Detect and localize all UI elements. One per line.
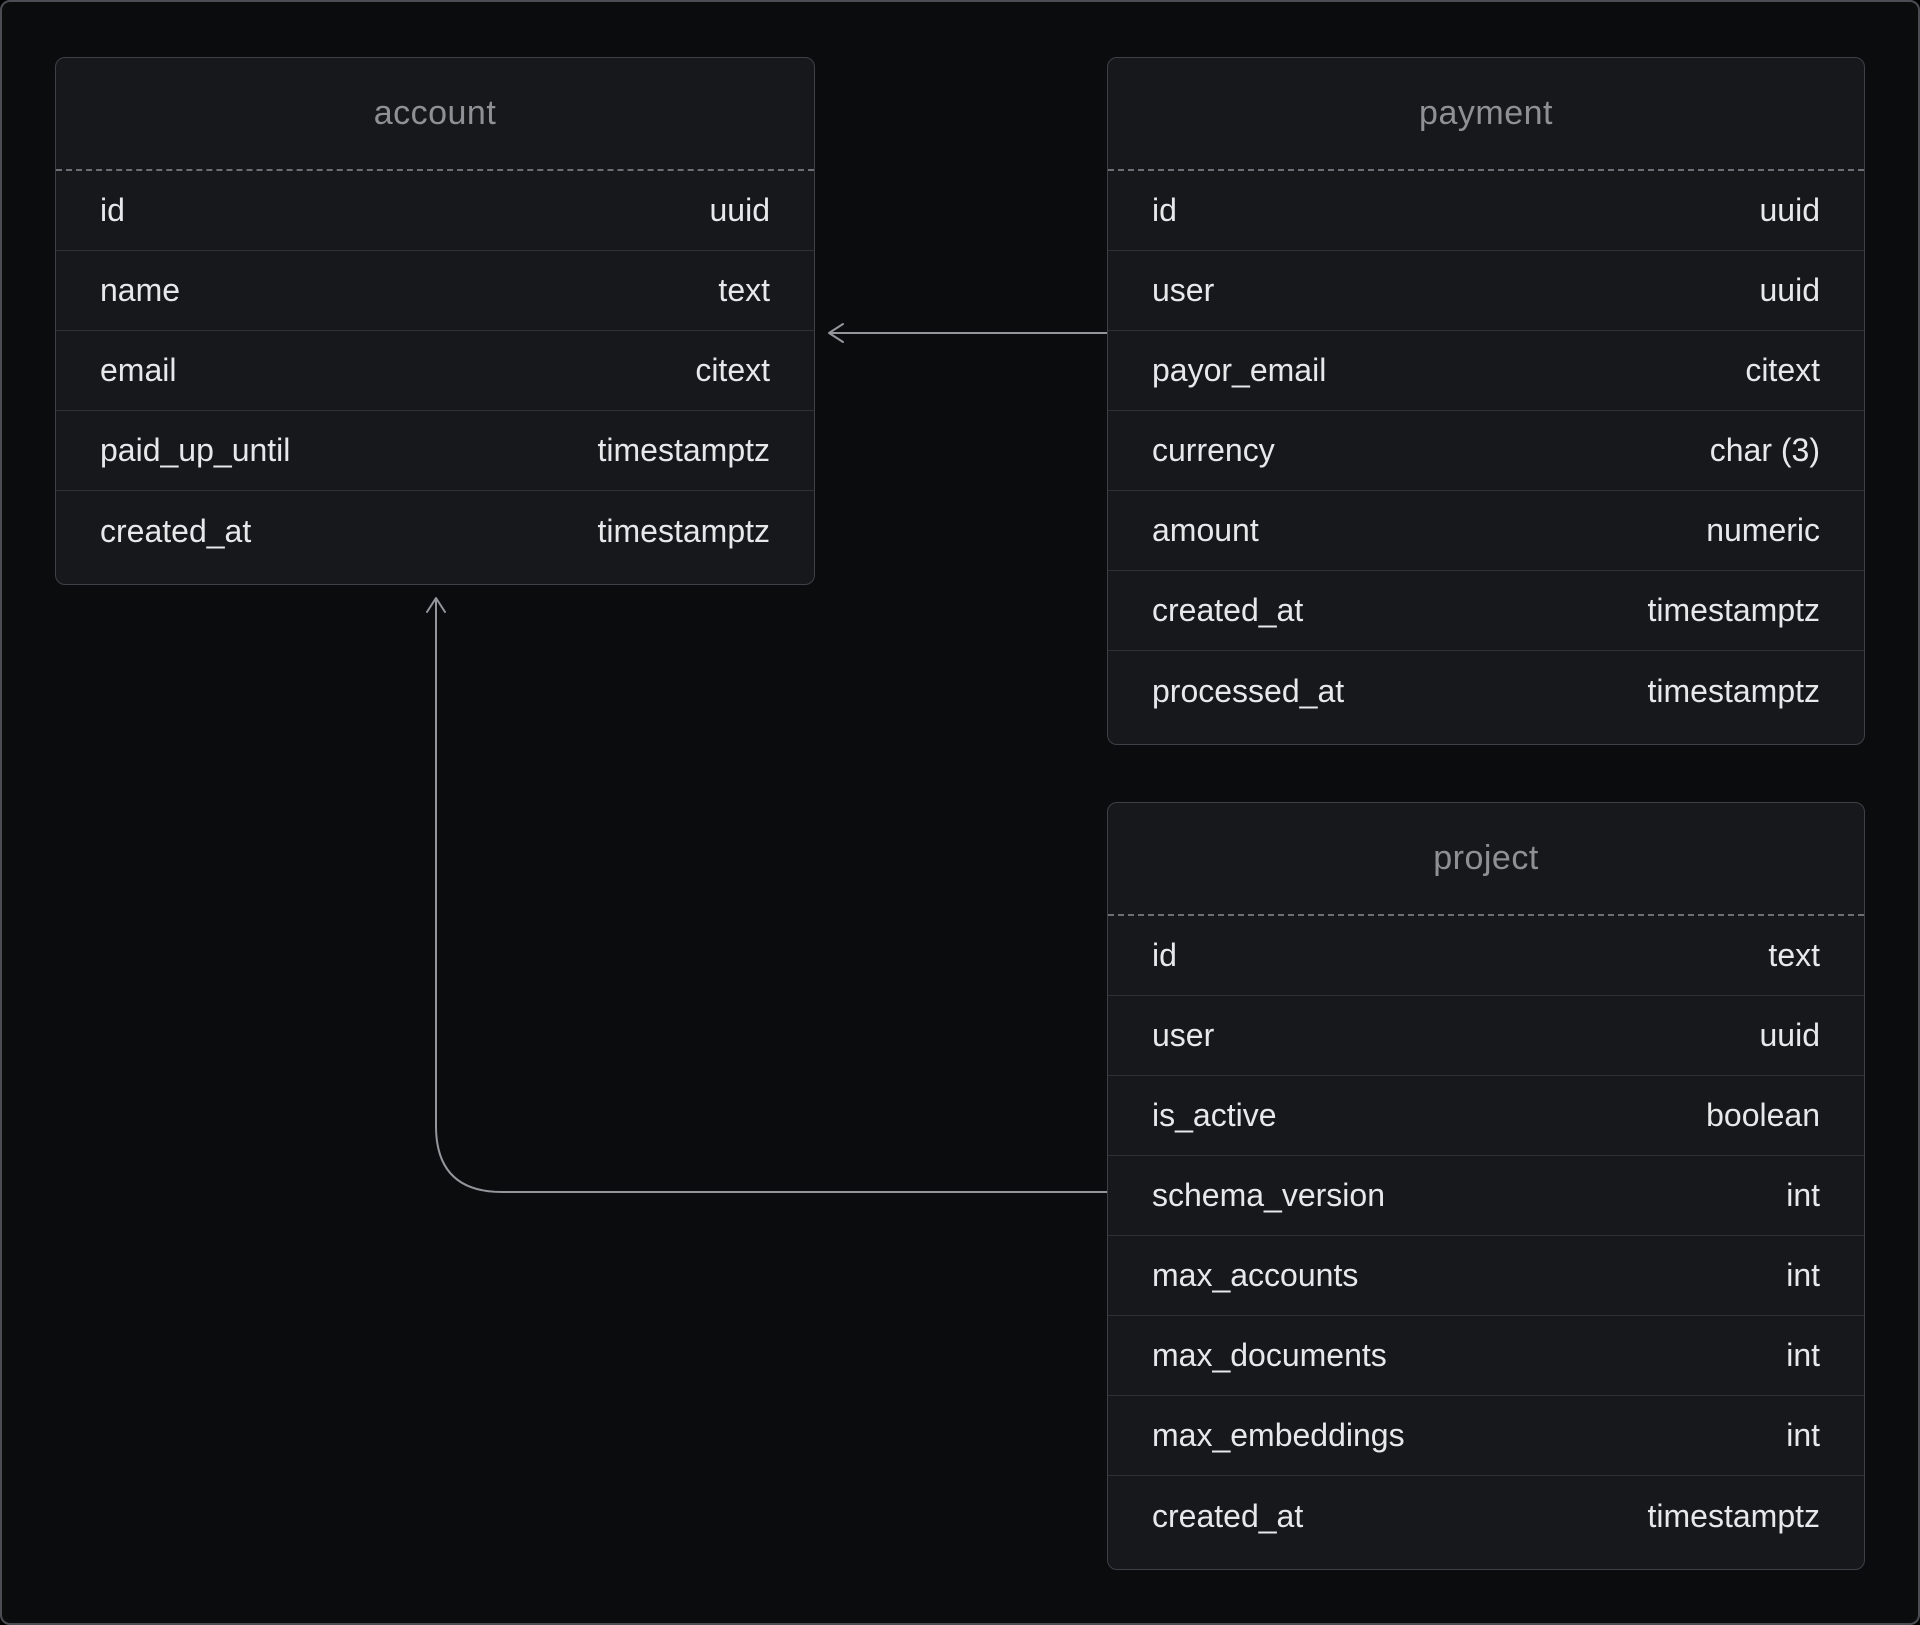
table-row[interactable]: paid_up_until timestamptz bbox=[56, 411, 814, 491]
column-name: id bbox=[1152, 937, 1177, 973]
table-title: project bbox=[1433, 839, 1539, 877]
column-type: text bbox=[718, 272, 770, 308]
column-name: paid_up_until bbox=[100, 432, 291, 468]
column-type: timestamptz bbox=[597, 512, 770, 549]
column-name: id bbox=[1152, 192, 1177, 228]
table-payment[interactable]: payment id uuid user uuid payor_email ci… bbox=[1107, 57, 1865, 745]
column-type: timestamptz bbox=[1647, 1497, 1820, 1534]
column-type: int bbox=[1786, 1257, 1820, 1293]
table-payment-rows: id uuid user uuid payor_email citext cur… bbox=[1108, 171, 1864, 744]
column-type: uuid bbox=[1759, 272, 1821, 308]
column-type: timestamptz bbox=[1647, 592, 1820, 628]
table-row[interactable]: user uuid bbox=[1108, 996, 1864, 1076]
column-type: int bbox=[1786, 1337, 1820, 1373]
column-name: max_documents bbox=[1152, 1337, 1387, 1373]
table-project-header[interactable]: project bbox=[1108, 803, 1864, 916]
table-row[interactable]: amount numeric bbox=[1108, 491, 1864, 571]
column-name: user bbox=[1152, 1017, 1215, 1053]
column-name: user bbox=[1152, 272, 1215, 308]
table-payment-header[interactable]: payment bbox=[1108, 58, 1864, 171]
table-row[interactable]: payor_email citext bbox=[1108, 331, 1864, 411]
table-account-rows: id uuid name text email citext paid_up_u… bbox=[56, 171, 814, 584]
column-name: created_at bbox=[1152, 1497, 1304, 1534]
table-row[interactable]: max_accounts int bbox=[1108, 1236, 1864, 1316]
relation-arrow-payment-account bbox=[828, 323, 1108, 343]
column-name: amount bbox=[1152, 512, 1259, 548]
table-row[interactable]: id text bbox=[1108, 916, 1864, 996]
column-type: char (3) bbox=[1709, 432, 1820, 468]
table-row[interactable]: email citext bbox=[56, 331, 814, 411]
column-type: timestamptz bbox=[597, 432, 770, 468]
table-account[interactable]: account id uuid name text email citext bbox=[55, 57, 815, 585]
column-name: is_active bbox=[1152, 1097, 1277, 1133]
table-title: account bbox=[373, 94, 497, 132]
table-row[interactable]: name text bbox=[56, 251, 814, 331]
column-type: int bbox=[1786, 1177, 1820, 1213]
column-type: uuid bbox=[1759, 1017, 1821, 1053]
table-row[interactable]: created_at timestamptz bbox=[1108, 1476, 1864, 1556]
table-row[interactable]: schema_version int bbox=[1108, 1156, 1864, 1236]
column-name: max_embeddings bbox=[1152, 1417, 1405, 1453]
column-type: citext bbox=[695, 352, 770, 388]
table-row[interactable]: processed_at timestamptz bbox=[1108, 651, 1864, 731]
column-type: timestamptz bbox=[1647, 672, 1820, 709]
table-account-header[interactable]: account bbox=[56, 58, 814, 171]
table-row[interactable]: currency char (3) bbox=[1108, 411, 1864, 491]
column-type: int bbox=[1786, 1417, 1820, 1453]
column-type: numeric bbox=[1706, 512, 1820, 548]
column-name: processed_at bbox=[1152, 672, 1345, 709]
column-type: citext bbox=[1745, 352, 1820, 388]
column-name: currency bbox=[1152, 432, 1275, 468]
table-row[interactable]: max_embeddings int bbox=[1108, 1396, 1864, 1476]
relation-arrow-project-account bbox=[426, 597, 1108, 1193]
column-type: text bbox=[1768, 937, 1820, 973]
column-type: boolean bbox=[1706, 1097, 1820, 1133]
column-name: name bbox=[100, 272, 181, 308]
table-row[interactable]: max_documents int bbox=[1108, 1316, 1864, 1396]
table-row[interactable]: id uuid bbox=[56, 171, 814, 251]
column-name: schema_version bbox=[1152, 1177, 1385, 1213]
column-name: id bbox=[100, 192, 125, 228]
column-name: max_accounts bbox=[1152, 1257, 1359, 1293]
table-row[interactable]: user uuid bbox=[1108, 251, 1864, 331]
table-row[interactable]: id uuid bbox=[1108, 171, 1864, 251]
column-name: created_at bbox=[100, 512, 252, 549]
table-row[interactable]: is_active boolean bbox=[1108, 1076, 1864, 1156]
column-type: uuid bbox=[709, 192, 771, 228]
table-row[interactable]: created_at timestamptz bbox=[1108, 571, 1864, 651]
column-name: created_at bbox=[1152, 592, 1304, 628]
table-title: payment bbox=[1419, 94, 1553, 132]
column-name: email bbox=[100, 352, 177, 388]
table-row[interactable]: created_at timestamptz bbox=[56, 491, 814, 571]
table-project[interactable]: project id text user uuid is_active bool… bbox=[1107, 802, 1865, 1570]
column-type: uuid bbox=[1759, 192, 1821, 228]
table-project-rows: id text user uuid is_active boolean sche… bbox=[1108, 916, 1864, 1569]
column-name: payor_email bbox=[1152, 352, 1327, 388]
